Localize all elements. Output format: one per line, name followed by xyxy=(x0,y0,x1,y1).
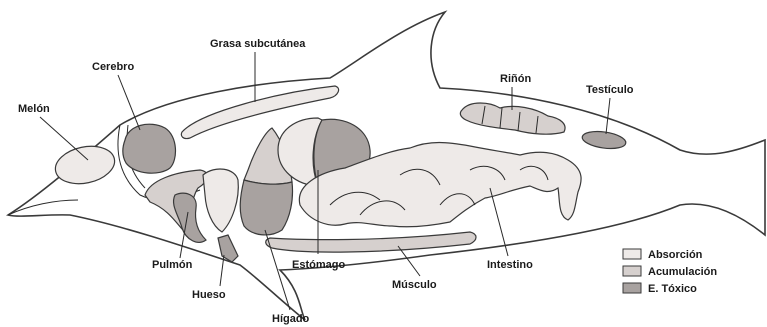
legend: Absorción Acumulación E. Tóxico xyxy=(623,249,717,295)
label-hueso: Hueso xyxy=(192,289,226,301)
legend-swatch-acumulacion xyxy=(623,266,641,276)
legend-swatch-toxico xyxy=(623,283,641,293)
label-musculo: Músculo xyxy=(392,279,437,291)
legend-label-toxico: E. Tóxico xyxy=(648,283,697,295)
legend-label-acumulacion: Acumulación xyxy=(648,266,717,278)
label-grasa: Grasa subcutánea xyxy=(210,38,306,50)
label-melon: Melón xyxy=(18,103,50,115)
label-higado: Hígado xyxy=(272,313,310,325)
label-estomago: Estómago xyxy=(292,259,345,271)
label-rinon: Riñón xyxy=(500,73,531,85)
label-pulmon: Pulmón xyxy=(152,259,193,271)
label-testiculo: Testículo xyxy=(586,84,634,96)
liver-organ-lower xyxy=(240,180,292,235)
legend-label-absorcion: Absorción xyxy=(648,249,703,261)
legend-swatch-absorcion xyxy=(623,249,641,259)
brain-organ xyxy=(123,124,176,173)
leader-melon xyxy=(40,117,88,160)
label-cerebro: Cerebro xyxy=(92,61,134,73)
label-intestino: Intestino xyxy=(487,259,533,271)
